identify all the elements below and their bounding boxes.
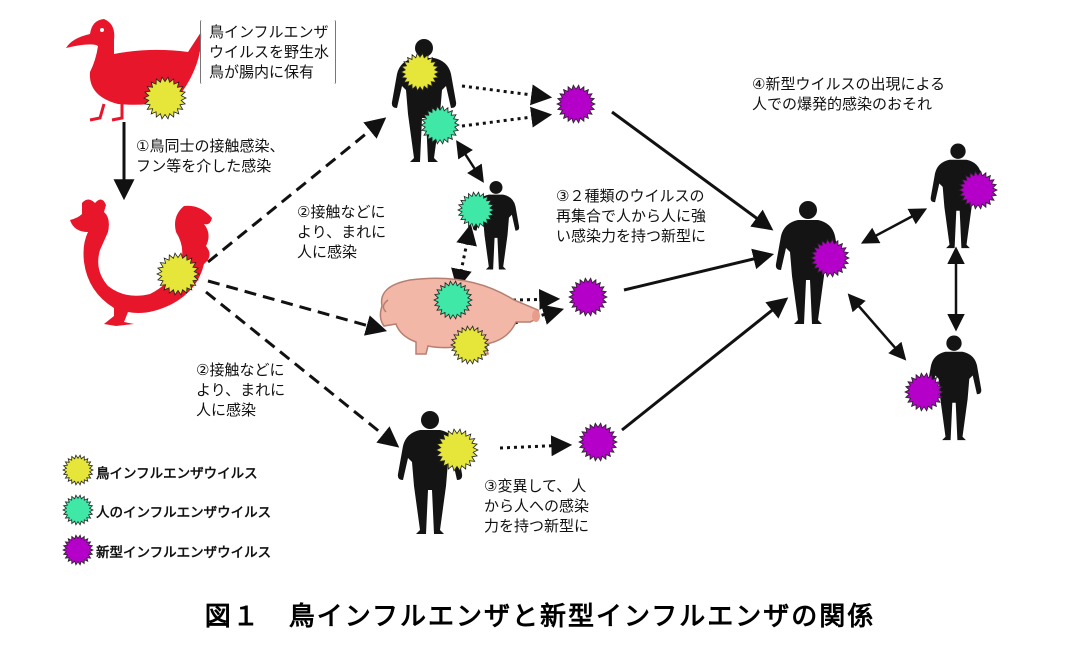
arrow-center-to-right-bottom	[847, 293, 907, 361]
step2-upper-note-line: より、まれに	[297, 223, 387, 241]
arrow-new1-to-center	[611, 110, 774, 231]
virus-icon	[556, 84, 596, 124]
step4-note-line: 人での爆発的感染のおそれ	[752, 95, 933, 113]
virus-icon	[156, 252, 200, 296]
arrow-new2-to-center	[623, 248, 775, 292]
reservoir-note-line: 鳥が腸内に保有	[209, 63, 315, 81]
step3-mutation-note-line: から人への感染	[484, 497, 590, 515]
step3-mutation-note-line: 力を持つ新型に	[484, 517, 590, 535]
arrow-new3-to-center	[621, 297, 789, 432]
arrow-person1-human-to-new	[461, 106, 553, 128]
virus-icon	[62, 534, 94, 566]
step3-reassortment-note-line: い感染力を持つ新型に	[556, 227, 707, 245]
step2-lower-note-line: 人に感染	[196, 401, 257, 419]
figure-title: 図１ 鳥インフルエンザと新型インフルエンザの関係	[204, 602, 876, 632]
legend-label-human-virus: 人のインフルエンザウイルス	[96, 505, 272, 521]
virus-icon	[62, 494, 94, 526]
viruses-layer	[62, 52, 998, 566]
step2-upper-note-line: 人に感染	[297, 243, 358, 261]
step2-lower-note-line: ②接触などに	[196, 361, 285, 379]
virus-icon	[578, 422, 618, 462]
virus-icon	[810, 238, 850, 278]
reservoir-note-line: 鳥インフルエンザ	[209, 23, 329, 41]
arrow-person4-to-new	[499, 435, 573, 457]
step2-upper-note-line: ②接触などに	[297, 203, 386, 221]
step1-note: ①鳥同士の接触感染、 フン等を介した感染	[136, 136, 284, 176]
step1-note-line: フン等を介した感染	[136, 157, 272, 175]
person-icon	[397, 411, 463, 534]
virus-icon	[568, 277, 608, 317]
arrow-chicken-to-person4	[205, 290, 400, 448]
reservoir-note-line: ウイルスを野生水	[209, 43, 330, 61]
step4-note: ④新型ウイルスの出現による 人での爆発的感染のおそれ	[752, 74, 945, 114]
arrows-layer	[113, 84, 965, 457]
step2-lower-note: ②接触などに より、まれに 人に感染	[196, 360, 285, 420]
chicken-icon	[70, 199, 212, 326]
virus-icon	[420, 105, 460, 145]
step3-reassortment-note: ③２種類のウイルスの 再集合で人から人に強 い感染力を持つ新型に	[556, 186, 706, 246]
step3-reassortment-note-line: 再集合で人から人に強	[556, 207, 707, 225]
arrow-chicken-to-pig	[207, 279, 388, 336]
step3-reassortment-note-line: ③２種類のウイルスの	[556, 187, 705, 205]
arrow-person1-to-person2	[456, 140, 484, 183]
virus-icon	[435, 428, 479, 472]
legend-label-bird-virus: 鳥インフルエンザウイルス	[96, 466, 258, 482]
step1-note-line: ①鳥同士の接触感染、	[136, 137, 285, 155]
arrow-center-to-right-top	[860, 208, 928, 244]
step3-mutation-note-line: ③変異して、人	[484, 477, 587, 495]
arrow-pig-human-to-new	[477, 288, 561, 310]
step2-upper-note: ②接触などに より、まれに 人に感染	[297, 202, 386, 262]
step2-lower-note-line: より、まれに	[196, 381, 286, 399]
step4-note-line: ④新型ウイルスの出現による	[752, 75, 945, 93]
arrow-person2-to-pig	[451, 223, 477, 291]
virus-icon	[457, 191, 495, 229]
reservoir-note: 鳥インフルエンザ ウイルスを野生水 鳥が腸内に保有	[200, 20, 337, 84]
virus-icon	[62, 454, 94, 486]
virus-icon	[143, 76, 187, 120]
virus-icon	[450, 325, 490, 365]
virus-icon	[400, 52, 440, 92]
virus-icon	[958, 170, 998, 210]
step3-mutation-note: ③変異して、人 から人への感染 力を持つ新型に	[484, 476, 589, 536]
legend-label-new-virus: 新型インフルエンザウイルス	[96, 545, 272, 561]
virus-icon	[433, 280, 473, 320]
arrow-person1-bird-to-new	[461, 84, 553, 106]
virus-icon	[904, 372, 944, 412]
